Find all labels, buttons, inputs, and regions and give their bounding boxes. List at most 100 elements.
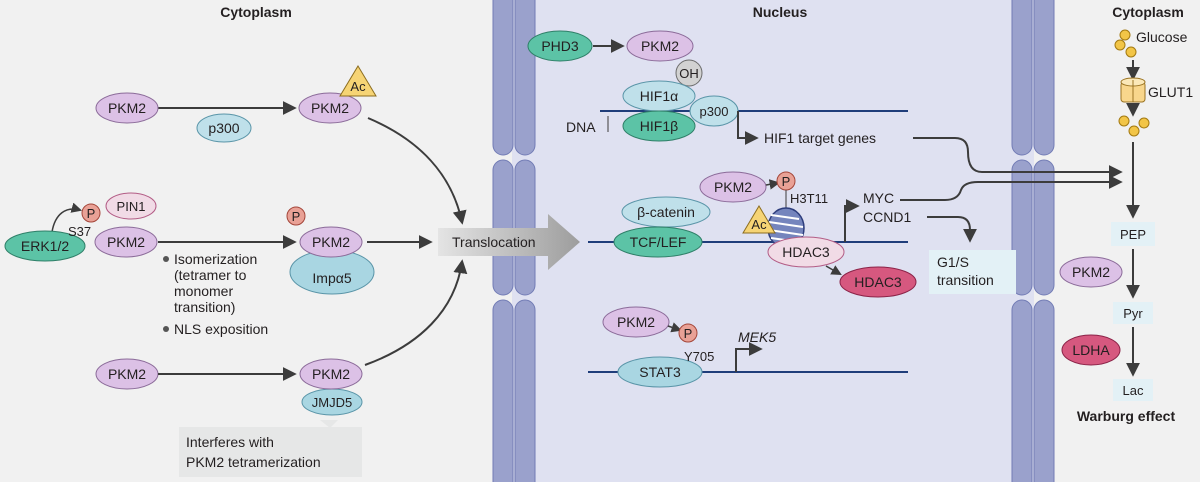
jmjd5-note: Interferes with PKM2 tetramerization	[179, 420, 362, 477]
svg-text:ERK1/2: ERK1/2	[21, 238, 69, 254]
glucose-icon	[1114, 29, 1137, 58]
svg-text:PHD3: PHD3	[541, 38, 579, 54]
svg-text:PKM2: PKM2	[714, 179, 752, 195]
arrow-row3-to-translocation	[364, 259, 468, 366]
plasma-membrane	[1011, 0, 1055, 482]
hif-target-arrow	[737, 111, 759, 145]
svg-text:P: P	[684, 326, 693, 341]
svg-text:TCF/LEF: TCF/LEF	[630, 234, 687, 250]
translocation-arrow: Translocation	[438, 214, 580, 270]
phospho-tag: P	[678, 323, 698, 343]
svg-text:β-catenin: β-catenin	[637, 204, 695, 220]
phd3-node: PHD3	[527, 30, 593, 62]
hif-to-warburg-arrow	[913, 137, 1123, 179]
svg-text:HDAC3: HDAC3	[854, 274, 902, 290]
tcf-lef-node: TCF/LEF	[613, 226, 703, 258]
svg-text:Pyr: Pyr	[1123, 306, 1143, 321]
svg-text:PKM2: PKM2	[107, 234, 145, 250]
pkm2-node: PKM2	[299, 226, 363, 258]
svg-text:PKM2: PKM2	[312, 234, 350, 250]
svg-text:STAT3: STAT3	[639, 364, 681, 380]
intracellular-glucose-icon	[1118, 115, 1150, 137]
y705-label: Y705	[684, 349, 714, 364]
svg-text:HIF1α: HIF1α	[640, 88, 678, 104]
cytoplasm-right-title: Cytoplasm	[1112, 4, 1184, 20]
myc-ccnd1-arrow	[844, 199, 860, 242]
myc-to-warburg-arrow	[900, 175, 1123, 201]
svg-text:NLS exposition: NLS exposition	[174, 321, 268, 337]
hif1b-node: HIF1β	[622, 110, 696, 142]
svg-text:Impα5: Impα5	[312, 270, 351, 286]
svg-text:p300: p300	[700, 104, 729, 119]
pkm2-node: PKM2	[94, 226, 158, 258]
p300-node: p300	[689, 95, 739, 127]
p300-node: p300	[196, 113, 252, 143]
svg-text:(tetramer to: (tetramer to	[174, 267, 247, 283]
svg-text:transition: transition	[937, 272, 994, 288]
pkm2-phospho-arrow	[765, 179, 781, 190]
ccnd1-label: CCND1	[863, 209, 911, 225]
svg-text:PKM2: PKM2	[1072, 264, 1110, 280]
pkm2-node: PKM2	[95, 358, 159, 390]
hdac3-free-node: HDAC3	[839, 266, 917, 298]
svg-text:PIN1: PIN1	[117, 199, 146, 214]
svg-text:PKM2: PKM2	[617, 314, 655, 330]
pkm2-node: PKM2	[299, 358, 363, 390]
dna-label: DNA	[566, 119, 596, 135]
mek5-label: MEK5	[738, 329, 776, 345]
jmjd5-node: JMJD5	[301, 388, 363, 416]
pkm2-enzyme-node: PKM2	[1059, 256, 1123, 288]
svg-text:monomer: monomer	[174, 283, 233, 299]
svg-text:PKM2: PKM2	[641, 38, 679, 54]
phospho-tag: P	[776, 171, 796, 191]
svg-text:PKM2: PKM2	[108, 100, 146, 116]
stat3-node: STAT3	[617, 356, 703, 388]
svg-text:Translocation: Translocation	[452, 234, 536, 250]
pkm2-node: PKM2	[626, 30, 694, 62]
hif-target-label: HIF1 target genes	[764, 130, 876, 146]
pin1-node: PIN1	[105, 192, 157, 220]
svg-text:Ac: Ac	[350, 79, 366, 94]
ccnd1-to-g1s-arrow	[927, 216, 977, 243]
acetyl-tag: Ac	[339, 65, 377, 97]
h3t11-label: H3T11	[790, 191, 828, 206]
svg-text:PKM2: PKM2	[312, 366, 350, 382]
svg-text:PEP: PEP	[1120, 227, 1146, 242]
isomerization-bullet: Isomerization (tetramer to monomer trans…	[163, 251, 257, 315]
pyr-node: Pyr	[1113, 302, 1153, 324]
ldha-node: LDHA	[1061, 334, 1121, 366]
nucleus-title: Nucleus	[753, 4, 808, 20]
phospho-s37-tag: P	[81, 203, 101, 223]
bcatenin-node: β-catenin	[621, 196, 711, 228]
acetyl-tag: Ac	[742, 205, 776, 234]
svg-text:Interferes with: Interferes with	[186, 434, 274, 450]
arrow-row1-to-translocation	[367, 117, 467, 225]
g1s-box: G1/S transition	[929, 250, 1016, 294]
erk-node: ERK1/2	[4, 230, 86, 262]
stat3-phospho-arrow	[667, 322, 682, 333]
svg-text:PKM2: PKM2	[108, 366, 146, 382]
svg-text:HDAC3: HDAC3	[782, 244, 830, 260]
nuclear-membrane	[492, 0, 536, 482]
glut1-transporter-icon	[1120, 77, 1146, 103]
svg-text:p300: p300	[208, 120, 239, 136]
glucose-label: Glucose	[1136, 29, 1188, 45]
myc-label: MYC	[863, 190, 894, 206]
svg-text:OH: OH	[679, 66, 699, 81]
hydroxyl-tag: OH	[675, 59, 703, 87]
pep-node: PEP	[1111, 222, 1155, 246]
pkm2-node: PKM2	[95, 92, 159, 124]
svg-text:LDHA: LDHA	[1072, 342, 1110, 358]
erk-arrow	[51, 202, 83, 233]
nls-bullet: NLS exposition	[163, 321, 268, 337]
svg-text:Lac: Lac	[1123, 383, 1144, 398]
mek5-arrow	[735, 342, 763, 372]
s37-label: S37	[68, 224, 91, 239]
phospho-tag: P	[286, 206, 306, 226]
svg-text:HIF1β: HIF1β	[640, 118, 678, 134]
svg-text:JMJD5: JMJD5	[312, 395, 352, 410]
svg-text:transition): transition)	[174, 299, 235, 315]
cytoplasm-left-title: Cytoplasm	[220, 4, 292, 20]
hdac3-release-arrow	[825, 265, 842, 276]
